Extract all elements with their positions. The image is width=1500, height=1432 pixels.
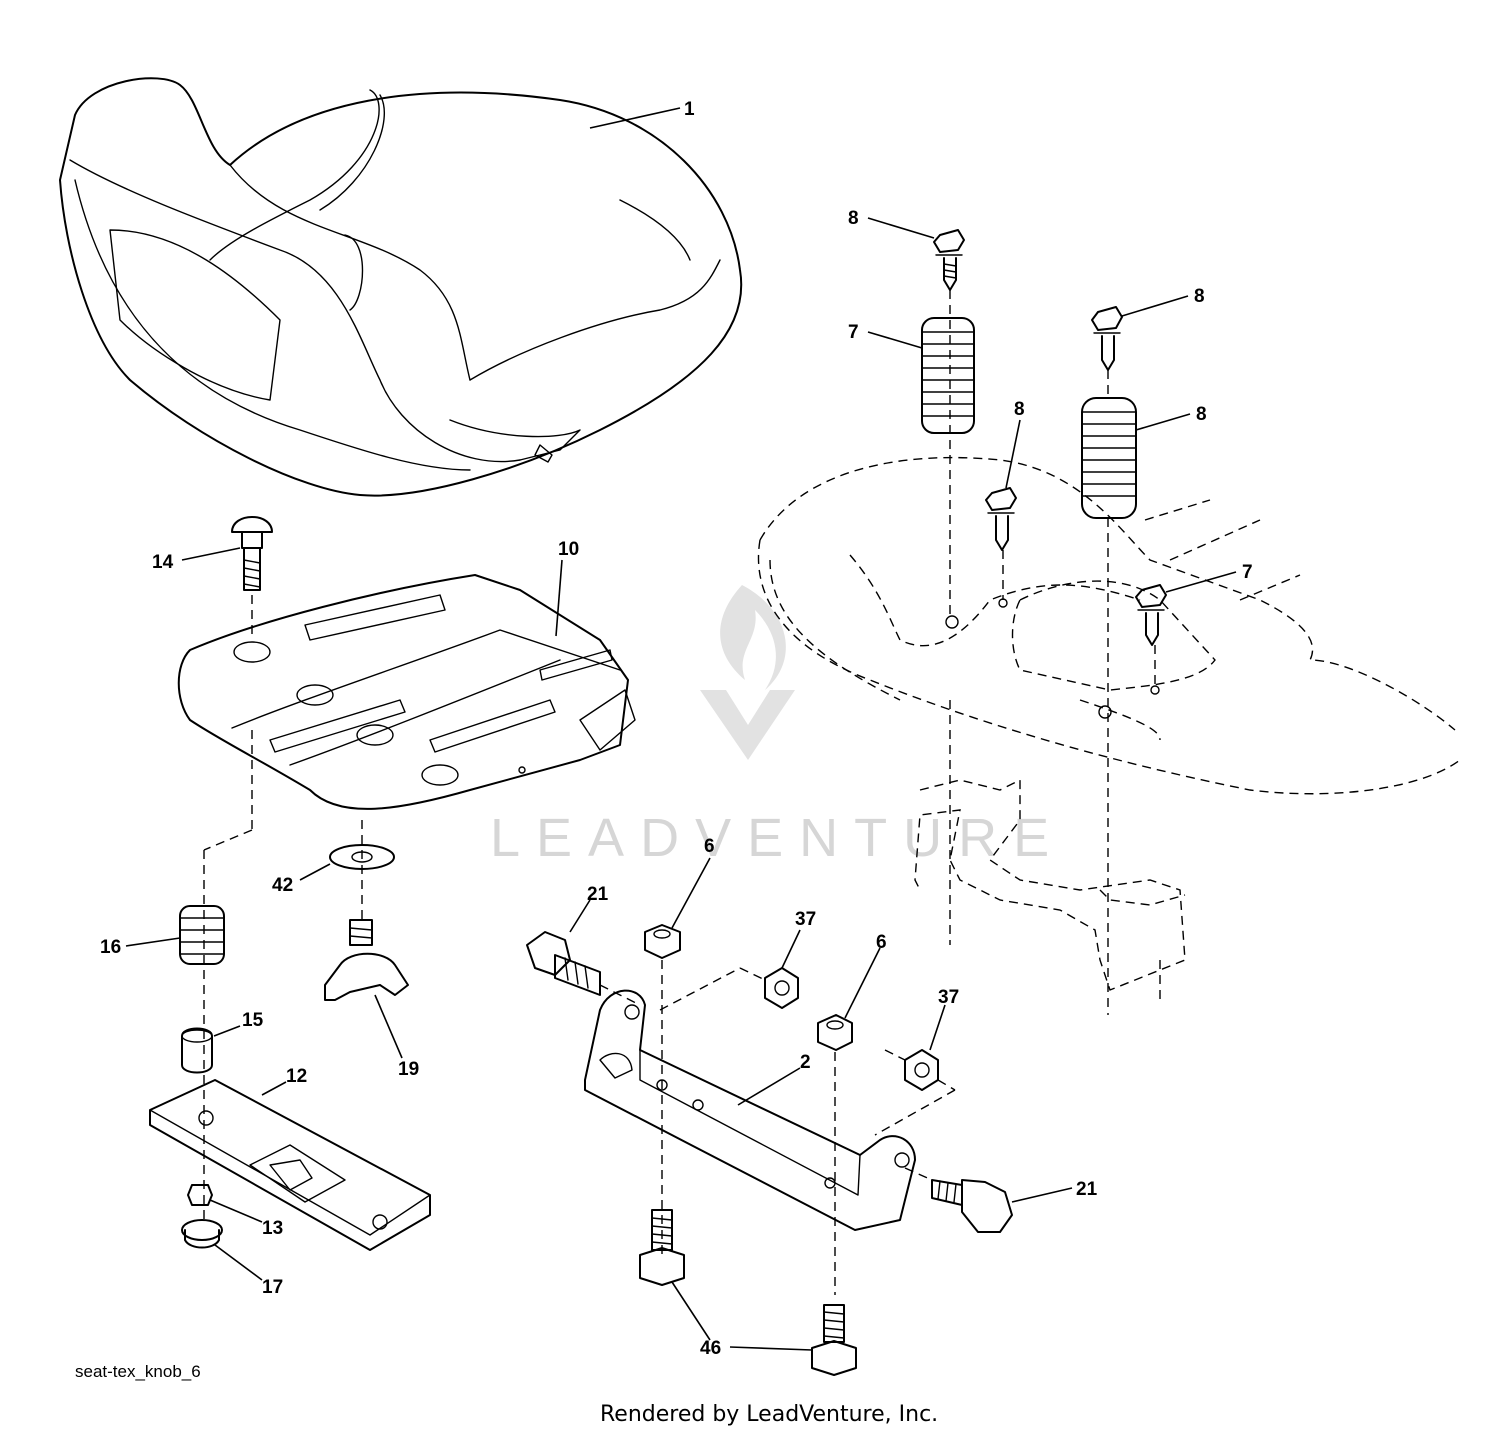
callout-14: 14 (152, 552, 174, 573)
lock-nut-6-right (817, 1014, 853, 1051)
callout-12: 12 (286, 1066, 307, 1087)
callout-21-a: 21 (587, 884, 609, 905)
callout-7-a: 7 (848, 322, 859, 343)
hex-bolt-8-top-right (1091, 306, 1123, 371)
flange-nut-17 (181, 1219, 223, 1249)
mounting-bracket-2 (584, 989, 916, 1231)
seat-pan-10 (177, 574, 636, 810)
callout-1: 1 (684, 99, 695, 120)
seat-bracket-12 (149, 1079, 431, 1251)
callout-19: 19 (398, 1059, 419, 1080)
callout-8-b: 8 (1194, 286, 1205, 307)
callout-10: 10 (558, 539, 579, 560)
hex-nut-37-right (904, 1049, 939, 1091)
seat-part (59, 77, 743, 497)
callout-17: 17 (262, 1277, 283, 1298)
callout-8-c: 8 (1014, 399, 1025, 420)
tractor-frame-outline (757, 456, 1461, 991)
hex-nut-37-left (764, 967, 799, 1009)
callout-42: 42 (272, 875, 293, 896)
callout-37-b: 37 (938, 987, 959, 1008)
hex-bolt-8-lower (1135, 584, 1167, 646)
flange-bolt-46-left (639, 1209, 685, 1286)
spring-7-right (1081, 397, 1137, 519)
carriage-bolt-14 (231, 516, 273, 591)
watermark-logo-icon (700, 585, 795, 760)
drawing-code: seat-tex_knob_6 (75, 1362, 201, 1381)
shoulder-bolt-21-left (526, 931, 601, 996)
callout-16: 16 (100, 937, 121, 958)
callout-8-d: 7 (1242, 562, 1253, 583)
shoulder-bolt-21-right (931, 1179, 1013, 1233)
lock-nut-6-left (644, 924, 681, 959)
callout-15: 15 (242, 1010, 264, 1031)
callout-6-a: 6 (704, 836, 715, 857)
callout-21-b: 21 (1076, 1179, 1098, 1200)
flat-washer-42 (329, 844, 395, 870)
callout-37-a: 37 (795, 909, 816, 930)
flange-bolt-46-right (811, 1304, 857, 1376)
hex-bolt-8-middle (985, 487, 1017, 551)
callout-13: 13 (262, 1218, 283, 1239)
callout-2: 2 (800, 1052, 811, 1073)
hex-bolt-8-top-left (933, 229, 965, 291)
callout-46: 46 (700, 1338, 721, 1359)
spacer-15 (181, 1027, 213, 1074)
spring-7-left (921, 317, 975, 434)
credit-line: Rendered by LeadVenture, Inc. (600, 1402, 938, 1427)
callout-8-a: 8 (848, 208, 859, 229)
nut-13 (187, 1184, 213, 1206)
callout-7-b: 8 (1196, 404, 1207, 425)
seat-knob-19 (324, 919, 409, 1001)
callout-6-b: 6 (876, 932, 887, 953)
spring-16 (179, 905, 225, 965)
watermark-text: LEADVENTURE (490, 808, 1065, 868)
